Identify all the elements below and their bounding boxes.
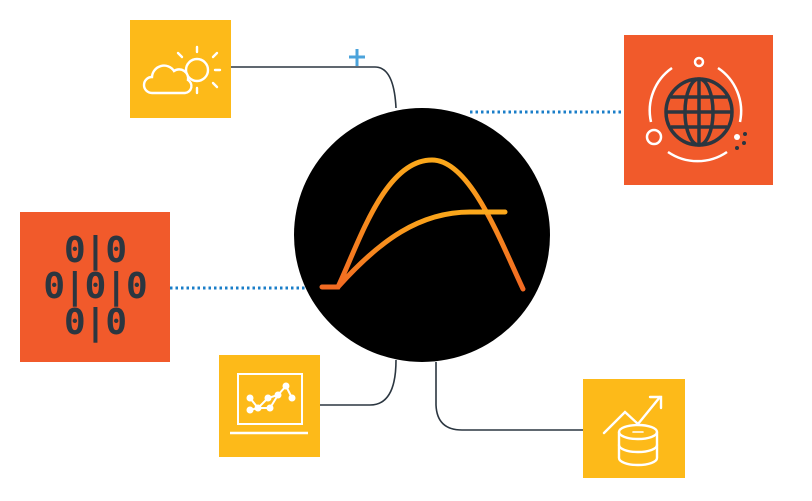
plus-icon <box>349 49 365 66</box>
connector-weather <box>231 66 397 109</box>
globe-orbit-icon <box>645 56 747 163</box>
peak-curve <box>319 157 526 292</box>
connector-laptop <box>320 359 397 406</box>
binary-row: 0|0 <box>63 230 127 271</box>
globe-node <box>624 35 773 185</box>
finance-node <box>583 379 685 478</box>
binary-data-icon: 0|0 0|0|0 0|0 <box>43 230 147 343</box>
weather-node <box>130 20 231 118</box>
binary-row: 0|0 <box>63 302 127 343</box>
sigmoid-curve <box>335 209 508 290</box>
laptop-graph-icon <box>230 373 308 435</box>
cloud-sun-icon <box>142 45 222 95</box>
coins-growth-icon <box>602 395 663 467</box>
binary-row: 0|0|0 <box>43 266 147 307</box>
connector-finance <box>435 362 583 431</box>
hub-logo <box>294 108 550 362</box>
laptop-node <box>219 355 320 457</box>
binary-node: 0|0 0|0|0 0|0 <box>20 212 170 362</box>
